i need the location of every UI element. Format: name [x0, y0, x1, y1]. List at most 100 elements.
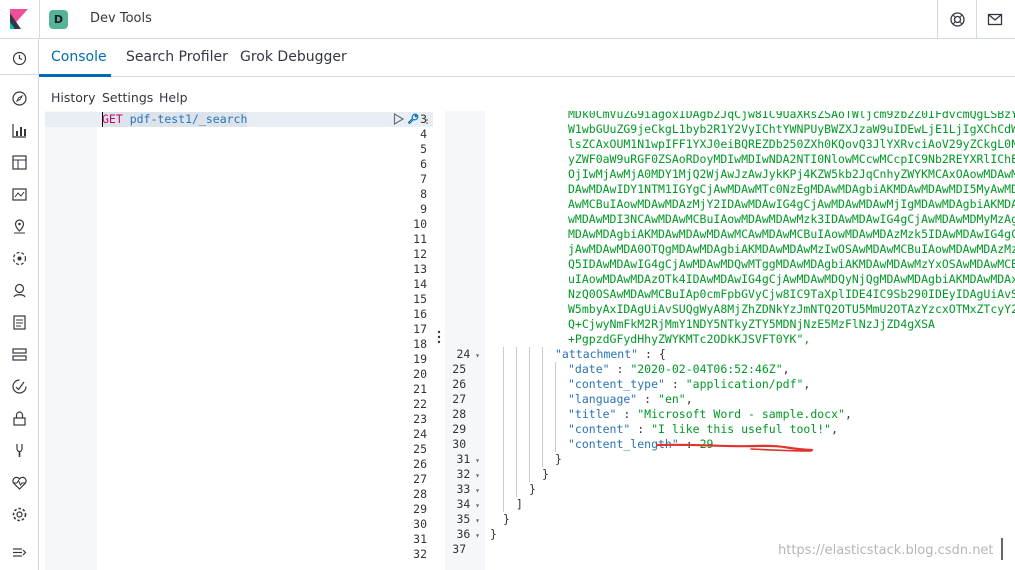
base64-line: W1wbGUuZG9jeCkgL1byb2R1Y2VyIChtYWNPUyBWZ… — [568, 122, 1015, 136]
tab-grok-debugger[interactable]: Grok Debugger — [240, 49, 347, 65]
fold-arrow-icon[interactable]: ▾ — [470, 516, 480, 525]
base64-line: wMDAwMDI3NCAwMDAwMCBuIAowMDAwMDAwMzk3IDA… — [568, 212, 1015, 226]
tab-search-profiler[interactable]: Search Profiler — [126, 49, 228, 65]
editor-line-number: 16 — [413, 307, 427, 321]
editor-line-number: 3 — [420, 112, 427, 126]
editor-line-number: 25 — [413, 442, 427, 456]
tab-console[interactable]: Console — [51, 49, 107, 65]
json-punctuation: } — [503, 512, 510, 526]
indent-guide — [516, 452, 517, 467]
fold-arrow-icon[interactable]: ▾ — [470, 501, 480, 510]
base64-line: Q5IDAwMDAwIG4gCjAwMDAwMDQwMTggMDAwMDAgbi… — [568, 257, 1015, 271]
request-line[interactable]: GET pdf-test1/_search — [102, 112, 248, 127]
clock-icon[interactable] — [11, 50, 28, 67]
devtools-tabs: Console Search Profiler Grok Debugger — [39, 39, 1015, 77]
indent-guide — [529, 452, 530, 467]
base64-line: AwMCBuIAowMDAwMDAzMjY2IDAwMDAwIG4gCjAwMD… — [568, 197, 1015, 211]
monitoring-icon[interactable] — [11, 474, 28, 491]
output-line-number[interactable]: 33 ▾ — [445, 482, 481, 498]
header-divider — [937, 0, 938, 39]
output-line-number-text: 26 — [452, 377, 467, 391]
indent-guide — [503, 407, 504, 422]
active-tab-indicator — [39, 74, 111, 77]
indent-guide — [516, 377, 517, 392]
ml-icon[interactable] — [11, 250, 28, 267]
wrench-icon[interactable] — [407, 113, 419, 125]
fold-arrow-icon[interactable]: ▾ — [470, 471, 480, 480]
more-actions-icon[interactable] — [425, 113, 429, 125]
history-link[interactable]: History — [51, 90, 96, 105]
editor-line-number: 23 — [413, 412, 427, 426]
json-value: "en" — [658, 392, 686, 406]
text-cursor — [102, 112, 103, 127]
json-punctuation: } — [542, 467, 549, 481]
editor-line-number: 15 — [413, 292, 427, 306]
management-icon[interactable] — [11, 506, 28, 523]
devtools-icon[interactable] — [11, 442, 28, 459]
fold-arrow-icon[interactable]: ▾ — [470, 531, 480, 540]
editor-line-number: 32 — [413, 547, 427, 561]
request-path: pdf-test1/_search — [122, 112, 248, 126]
space-avatar[interactable]: D — [49, 10, 68, 29]
output-scrollbar[interactable] — [1001, 538, 1003, 560]
compass-icon[interactable] — [11, 90, 28, 107]
indent-guide — [529, 407, 530, 422]
output-line-number[interactable]: 31 ▾ — [445, 452, 481, 468]
indent-guide — [529, 347, 530, 362]
indent-guide — [516, 407, 517, 422]
dashboard-icon[interactable] — [11, 154, 28, 171]
indent-guide — [542, 452, 543, 467]
infrastructure-icon[interactable] — [11, 346, 28, 363]
base64-line: MDAwMDAgbiAKMDAwMDAwMDAwMCAwMDAwMCBuIAow… — [568, 227, 1015, 241]
json-line: } — [503, 512, 510, 527]
output-line-number[interactable]: 32 ▾ — [445, 467, 481, 483]
json-key: "content_length" — [568, 437, 679, 451]
base64-line: W5mbyAxIDAgUiAvSUQgWyA8MjZhZDNkYzJmNTQ2O… — [568, 302, 1015, 316]
siem-icon[interactable] — [11, 282, 28, 299]
indent-guide — [542, 392, 543, 407]
json-punctuation: : { — [638, 347, 666, 361]
settings-link[interactable]: Settings — [102, 90, 154, 105]
indent-guide — [542, 377, 543, 392]
fold-arrow-icon[interactable]: ▾ — [470, 456, 480, 465]
indent-guide — [542, 407, 543, 422]
help-icon[interactable] — [949, 11, 966, 28]
canvas-icon[interactable] — [11, 186, 28, 203]
drag-handle-icon[interactable] — [437, 330, 441, 344]
indent-guide — [555, 407, 556, 422]
json-punctuation: , — [803, 377, 811, 391]
json-value: "I like this useful tool!" — [651, 422, 832, 436]
output-line-number[interactable]: 36 ▾ — [445, 527, 481, 543]
json-punctuation: , — [685, 392, 693, 406]
console-menu: History Settings Help — [39, 77, 1015, 111]
uptime-icon[interactable] — [11, 378, 28, 395]
indent-guide — [529, 437, 530, 452]
output-line-number[interactable]: 34 ▾ — [445, 497, 481, 513]
kibana-logo-icon[interactable] — [10, 9, 28, 29]
json-key: "attachment" — [555, 347, 639, 361]
indent-guide — [529, 422, 530, 437]
output-line-number-text: 35 — [456, 512, 471, 526]
json-line: "language" : "en", — [568, 392, 693, 407]
help-link[interactable]: Help — [159, 90, 188, 105]
maps-icon[interactable] — [11, 218, 28, 235]
play-icon[interactable] — [393, 112, 405, 126]
editor-line-number: 8 — [420, 187, 427, 201]
editor-line-number: 12 — [413, 247, 427, 261]
fold-arrow-icon[interactable]: ▾ — [470, 351, 480, 360]
collapse-icon[interactable] — [11, 544, 28, 561]
visualize-icon[interactable] — [11, 122, 28, 139]
nav-divider — [0, 74, 39, 75]
output-line-number[interactable]: 35 ▾ — [445, 512, 481, 528]
indent-guide — [503, 392, 504, 407]
editor-line-number: 17 — [413, 322, 427, 336]
response-output[interactable]: MDk0CmVuZG9iagoxIDAgb2JqCjw8IC9UaXRsZSAo… — [445, 111, 1015, 570]
output-line-number[interactable]: 24 ▾ — [445, 347, 481, 363]
pane-resizer[interactable] — [433, 111, 445, 570]
indent-guide — [516, 437, 517, 452]
mail-icon[interactable] — [987, 11, 1004, 28]
fold-arrow-icon[interactable]: ▾ — [470, 486, 480, 495]
logs-icon[interactable] — [11, 314, 28, 331]
security-icon[interactable] — [11, 410, 28, 427]
